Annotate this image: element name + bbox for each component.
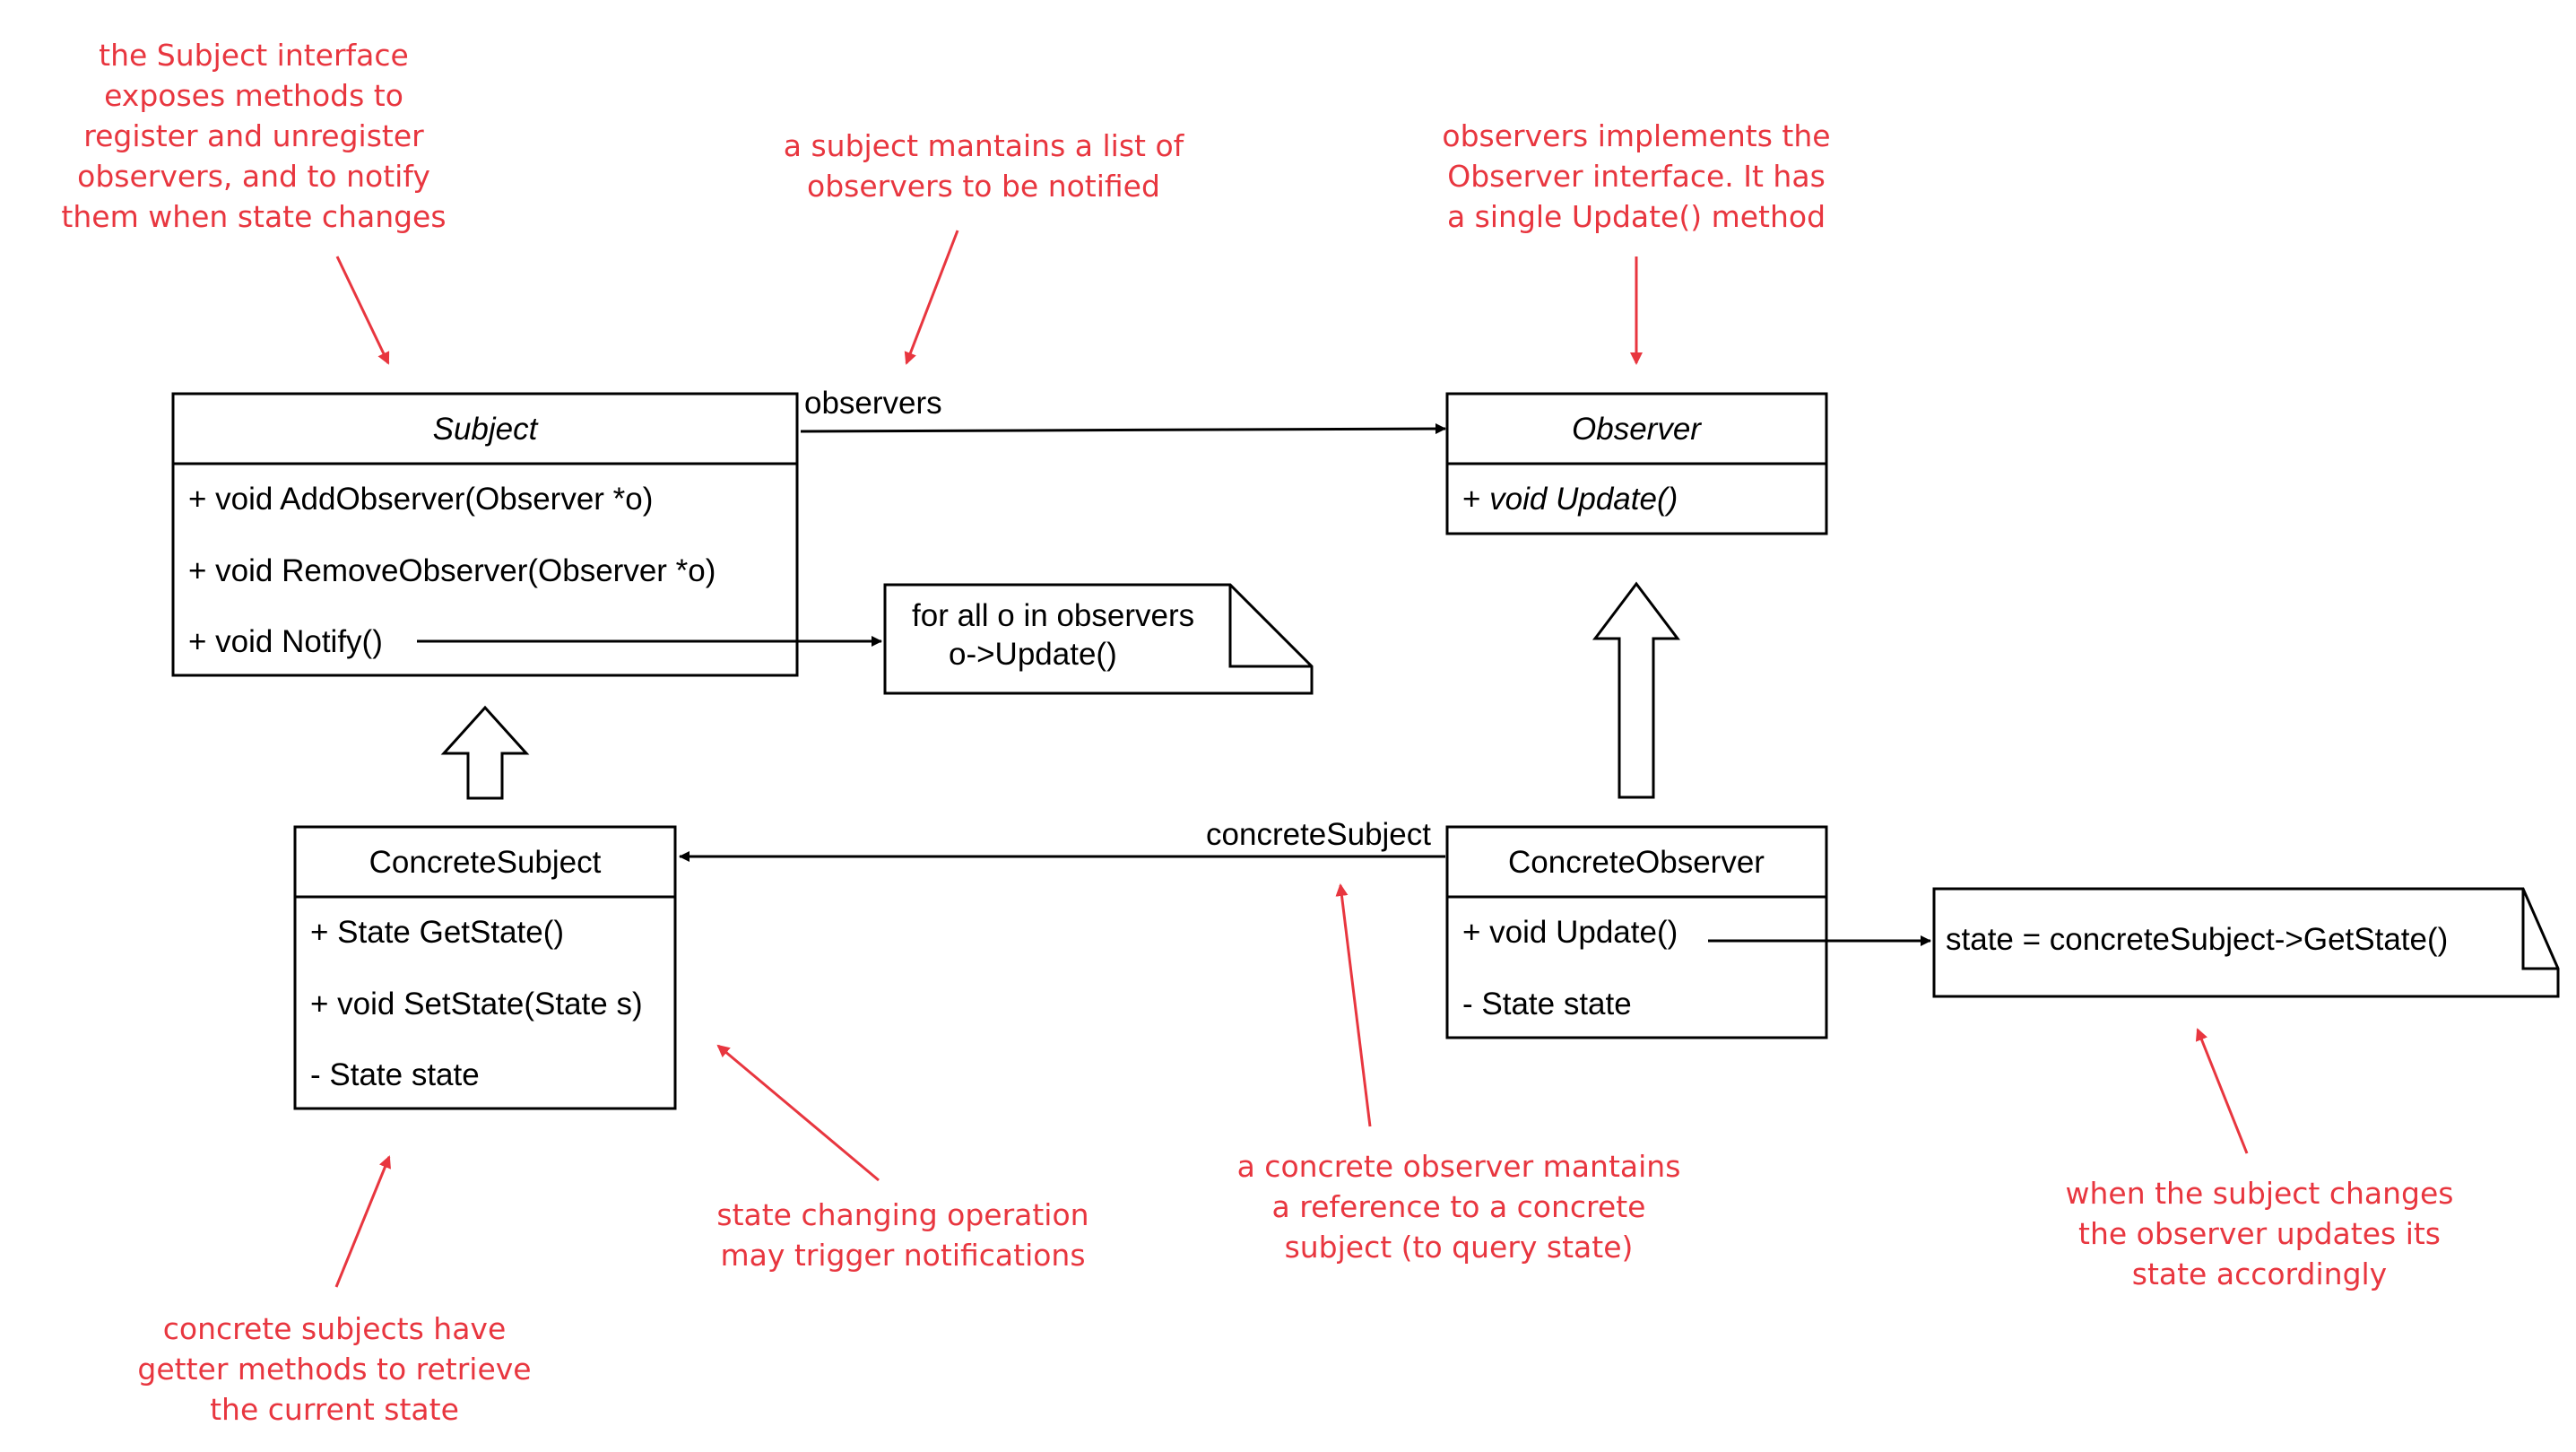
concrete-subject-member-set-state: + void SetState(State s) <box>310 987 643 1022</box>
concrete-subject-class[interactable]: ConcreteSubject + State GetState() + voi… <box>293 825 677 1110</box>
subject-member-add-observer: + void AddObserver(Observer *o) <box>188 482 653 517</box>
concrete-observer-class-name: ConcreteObserver <box>1508 845 1765 880</box>
annotation-arrow-subject-list <box>904 230 959 365</box>
annotation-line: them when state changes <box>61 199 446 234</box>
annotation-update-state: when the subject changes the observer up… <box>2066 1176 2454 1291</box>
annotation-arrow-update-state <box>2195 1028 2249 1154</box>
concrete-subject-class-box <box>293 825 677 1110</box>
annotation-subject-list: a subject mantains a list of observers t… <box>784 128 1185 204</box>
concrete-subject-member-get-state: + State GetState() <box>310 915 564 950</box>
observers-association-label: observers <box>804 386 942 421</box>
annotation-line: a single Update() method <box>1447 199 1826 234</box>
annotation-line: subject (to query state) <box>1285 1230 1634 1265</box>
observer-member-update: + void Update() <box>1462 482 1678 517</box>
annotation-line: may trigger notifications <box>720 1238 1085 1273</box>
concrete-observer-member-update: + void Update() <box>1462 915 1678 950</box>
annotation-line: register and unregister <box>83 118 424 153</box>
annotation-line: Observer interface. It has <box>1447 159 1826 194</box>
observer-class[interactable]: Observer + void Update() <box>1445 392 1828 535</box>
notify-note-shape <box>883 583 1314 695</box>
annotation-line: state accordingly <box>2132 1256 2387 1291</box>
annotation-line: state changing operation <box>716 1197 1089 1232</box>
concrete-subject-inherits-arrow <box>440 705 530 800</box>
annotation-reference: a concrete observer mantains a reference… <box>1237 1149 1681 1265</box>
notify-note-line-1: for all o in observers <box>912 598 1194 633</box>
subject-class-name: Subject <box>433 412 539 447</box>
update-note-text: state = concreteSubject->GetState() <box>1946 922 2448 957</box>
annotation-arrow-subject-interface <box>335 256 390 365</box>
notify-note[interactable]: for all o in observers o->Update() <box>883 583 1314 695</box>
annotation-line: the observer updates its <box>2078 1216 2441 1251</box>
observer-class-name: Observer <box>1572 412 1702 447</box>
annotation-line: the current state <box>210 1392 459 1427</box>
annotation-line: observers implements the <box>1442 118 1830 153</box>
update-note-fold <box>2521 889 2558 970</box>
concrete-subject-association-label: concreteSubject <box>1206 817 1431 852</box>
annotation-arrow-reference <box>1335 883 1372 1127</box>
annotation-line: concrete subjects have <box>163 1311 507 1346</box>
concrete-observer-class-box <box>1445 825 1828 1039</box>
concrete-subject-member-state: - State state <box>310 1057 480 1092</box>
observers-association-arrow <box>800 423 1446 435</box>
annotation-line: getter methods to retrieve <box>137 1352 531 1387</box>
update-note[interactable]: state = concreteSubject->GetState() <box>1932 887 2560 998</box>
concrete-subject-class-name: ConcreteSubject <box>369 845 602 880</box>
annotation-line: observers, and to notify <box>77 159 430 194</box>
concrete-observer-member-state: - State state <box>1462 987 1632 1022</box>
annotation-line: the Subject interface <box>99 38 409 73</box>
annotation-getter: concrete subjects have getter methods to… <box>137 1311 531 1427</box>
annotation-subject-interface: the Subject interface exposes methods to… <box>61 38 446 234</box>
notify-note-fold <box>1228 585 1312 668</box>
annotation-line: a subject mantains a list of <box>784 128 1185 163</box>
subject-class-box <box>171 392 799 677</box>
annotation-line: a reference to a concrete <box>1272 1189 1646 1224</box>
notify-note-line-2: o->Update() <box>949 637 1117 672</box>
annotation-observer-interface: observers implements the Observer interf… <box>1442 118 1830 234</box>
subject-member-remove-observer: + void RemoveObserver(Observer *o) <box>188 553 716 588</box>
annotation-state-change: state changing operation may trigger not… <box>716 1197 1089 1273</box>
concrete-observer-class[interactable]: ConcreteObserver + void Update() - State… <box>1445 825 1828 1039</box>
update-note-shape <box>1932 887 2560 998</box>
annotation-line: observers to be notified <box>807 169 1160 204</box>
annotation-arrow-getter <box>334 1155 391 1288</box>
subject-class[interactable]: Subject + void AddObserver(Observer *o) … <box>171 392 799 677</box>
annotation-line: exposes methods to <box>104 78 403 113</box>
annotation-line: when the subject changes <box>2066 1176 2454 1211</box>
annotation-arrow-state-change <box>716 1044 880 1182</box>
subject-member-notify: + void Notify() <box>188 624 383 659</box>
concrete-observer-inherits-arrow <box>1592 581 1681 799</box>
annotation-line: a concrete observer mantains <box>1237 1149 1681 1184</box>
